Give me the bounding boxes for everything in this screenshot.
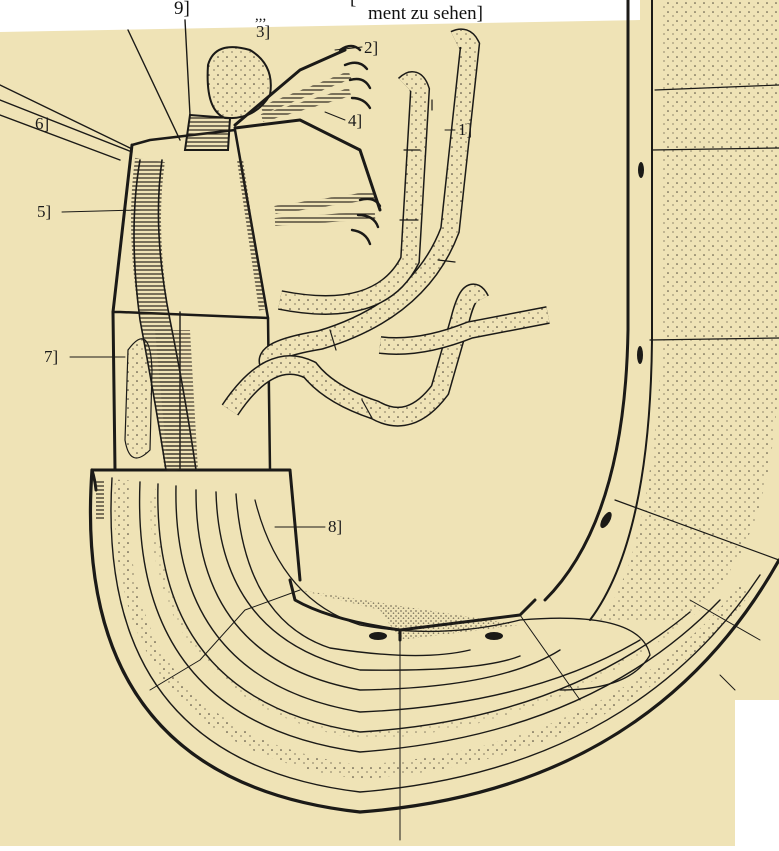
label-8: 8] bbox=[328, 517, 342, 536]
caption-fragment-mid: ,,, bbox=[255, 8, 266, 25]
label-2: 2] bbox=[364, 38, 378, 57]
label-6: 6] bbox=[35, 114, 49, 133]
caption-fragment-left: 9] bbox=[174, 0, 190, 20]
label-4: 4] bbox=[348, 111, 362, 130]
gland-seven bbox=[125, 339, 152, 458]
caption-fragment-right-lower: ment zu sehen] bbox=[368, 3, 483, 25]
label-1: 1] bbox=[458, 120, 472, 139]
label-5: 5] bbox=[37, 202, 51, 221]
caption-fragment-right-upper: [ bbox=[350, 0, 356, 10]
label-7: 7] bbox=[44, 347, 58, 366]
